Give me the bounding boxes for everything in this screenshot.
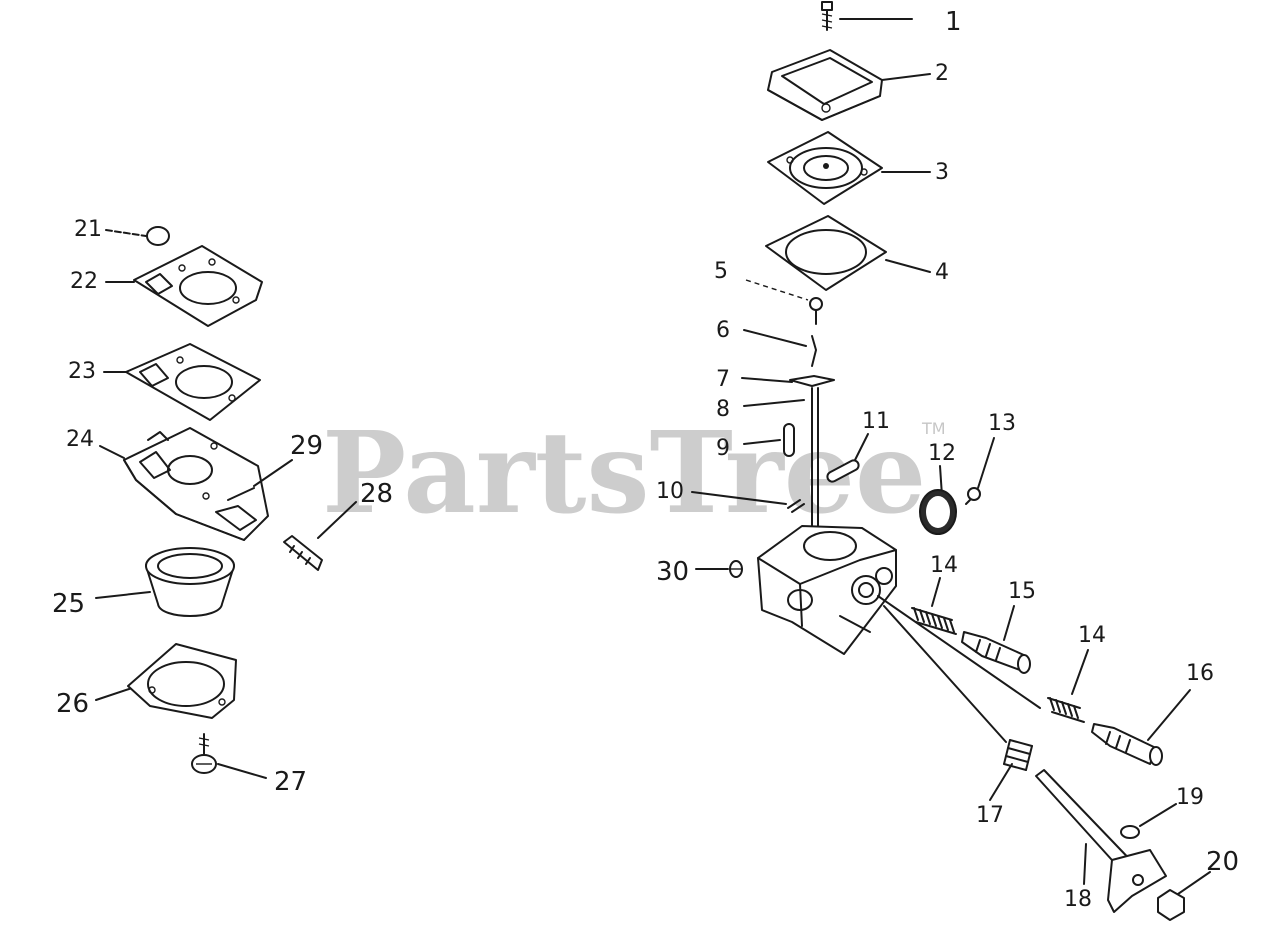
callout-1: 1 xyxy=(945,7,962,37)
leader-8 xyxy=(743,399,805,407)
callout-20: 20 xyxy=(1206,847,1239,877)
part-28-needle[interactable] xyxy=(283,535,323,571)
callout-16: 16 xyxy=(1186,661,1214,686)
leader-body-17 xyxy=(883,605,1007,743)
part-16-mixture-needle[interactable] xyxy=(1091,723,1163,766)
callout-21: 21 xyxy=(74,217,102,242)
leader-26 xyxy=(95,687,133,701)
leader-14a xyxy=(931,577,941,607)
leader-17 xyxy=(989,763,1013,801)
callout-6: 6 xyxy=(716,318,730,343)
callout-28: 28 xyxy=(360,479,393,509)
leader-4 xyxy=(885,259,931,273)
part-15-mixture-needle[interactable] xyxy=(961,631,1031,674)
callout-10: 10 xyxy=(656,479,684,504)
part-21-screen[interactable] xyxy=(146,226,170,246)
part-11-pin[interactable] xyxy=(826,459,861,484)
part-25-primer-bulb[interactable] xyxy=(145,547,235,617)
part-19-washer[interactable] xyxy=(1120,825,1140,839)
leader-28 xyxy=(317,501,357,539)
part-3-pump-diaphragm[interactable] xyxy=(767,131,883,205)
part-22-gasket[interactable] xyxy=(133,245,263,327)
part-8-shaft[interactable] xyxy=(811,387,819,539)
leader-2 xyxy=(881,73,931,81)
callout-8: 8 xyxy=(716,397,730,422)
leader-13 xyxy=(977,437,995,489)
callout-5: 5 xyxy=(714,259,728,284)
leader-6 xyxy=(743,329,807,347)
carburetor-body[interactable] xyxy=(757,525,897,655)
callout-17: 17 xyxy=(976,803,1004,828)
callout-29: 29 xyxy=(290,431,323,461)
part-7-metering-lever[interactable] xyxy=(789,375,835,387)
callout-18: 18 xyxy=(1064,887,1092,912)
part-6-needle[interactable] xyxy=(811,335,817,367)
leader-19 xyxy=(1139,803,1177,827)
callout-13: 13 xyxy=(988,411,1016,436)
part-2-pump-cover[interactable] xyxy=(767,49,883,121)
part-30-plug[interactable] xyxy=(729,560,743,578)
part-12-welch-plug[interactable] xyxy=(919,489,957,535)
leader-29 xyxy=(253,459,293,487)
part-14-spring-upper[interactable] xyxy=(911,607,957,635)
leader-body-14 xyxy=(877,595,1041,709)
callout-14a: 14 xyxy=(930,553,958,578)
callout-2: 2 xyxy=(935,61,949,86)
callout-4: 4 xyxy=(935,260,949,285)
callout-11: 11 xyxy=(862,409,890,434)
leader-18 xyxy=(1083,843,1087,885)
callout-30: 30 xyxy=(656,557,689,587)
part-20-nut[interactable] xyxy=(1157,889,1185,921)
leader-14b xyxy=(1071,649,1089,695)
callout-22: 22 xyxy=(70,269,98,294)
part-10-screw[interactable] xyxy=(787,499,805,513)
leader-15 xyxy=(1003,605,1015,641)
part-13-screw[interactable] xyxy=(965,487,981,505)
leader-20 xyxy=(1177,871,1211,895)
part-18-throttle-shaft[interactable] xyxy=(1035,769,1167,913)
leader-25 xyxy=(95,591,151,599)
callout-9: 9 xyxy=(716,436,730,461)
watermark-trademark: TM xyxy=(921,419,946,438)
callout-26: 26 xyxy=(56,689,89,719)
part-5-screw[interactable] xyxy=(809,297,823,325)
callout-15: 15 xyxy=(1008,579,1036,604)
leader-5 xyxy=(745,279,809,301)
part-26-retainer-plate[interactable] xyxy=(127,643,237,719)
part-14-spring-lower[interactable] xyxy=(1047,697,1085,723)
callout-19: 19 xyxy=(1176,785,1204,810)
leader-21 xyxy=(105,229,147,237)
callout-12: 12 xyxy=(928,441,956,466)
leader-10 xyxy=(691,491,787,505)
part-9-spring[interactable] xyxy=(783,423,795,457)
part-29-pin[interactable] xyxy=(227,487,255,501)
callout-23: 23 xyxy=(68,359,96,384)
leader-9 xyxy=(743,439,781,445)
part-27-screw[interactable] xyxy=(191,733,217,774)
watermark-text: PartsTree xyxy=(322,408,926,539)
callout-25: 25 xyxy=(52,589,85,619)
callout-7: 7 xyxy=(716,367,730,392)
callout-24: 24 xyxy=(66,427,94,452)
callout-27: 27 xyxy=(274,767,307,797)
part-23-gasket[interactable] xyxy=(125,343,261,421)
part-17-spring[interactable] xyxy=(1003,739,1033,771)
part-1-screw[interactable] xyxy=(821,1,833,31)
callout-14b: 14 xyxy=(1078,623,1106,648)
leader-27 xyxy=(217,763,267,779)
callout-3: 3 xyxy=(935,160,949,185)
part-24-metering-body[interactable] xyxy=(123,427,269,541)
leader-16 xyxy=(1147,689,1191,741)
leader-7 xyxy=(741,377,793,383)
part-4-pump-gasket[interactable] xyxy=(765,215,887,291)
leader-24 xyxy=(99,445,125,459)
